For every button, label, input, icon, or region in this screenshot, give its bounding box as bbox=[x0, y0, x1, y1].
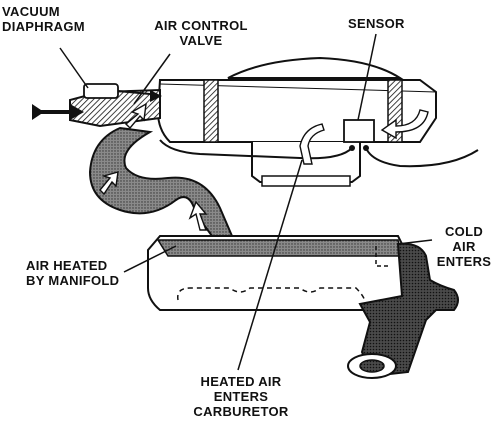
label-air-heated-by-manifold: AIR HEATED BY MANIFOLD bbox=[26, 258, 120, 288]
vacuum-hose-left bbox=[159, 139, 353, 160]
flow-arrow-riser-1 bbox=[124, 102, 147, 130]
leader-lines bbox=[59, 33, 433, 371]
label-sensor: SENSOR bbox=[348, 16, 405, 31]
exhaust-outlet bbox=[347, 242, 459, 379]
flow-arrow-riser-2 bbox=[99, 171, 119, 196]
flow-arrow-incoming bbox=[32, 104, 84, 120]
flow-arrow-cold-air bbox=[380, 109, 429, 140]
filter-element-left bbox=[203, 79, 219, 143]
exhaust-manifold bbox=[147, 235, 405, 311]
label-cold-air-enters: COLD AIR ENTERS bbox=[436, 224, 492, 269]
label-heated-air-enters-carburetor: HEATED AIR ENTERS CARBURETOR bbox=[193, 374, 289, 419]
label-vacuum-diaphragm: VACUUM DIAPHRAGM bbox=[2, 4, 85, 34]
flow-arrow-riser-3 bbox=[188, 200, 208, 231]
snorkel-intake bbox=[69, 83, 162, 128]
flow-arrow-cleaner bbox=[299, 123, 325, 165]
vacuum-hose-right bbox=[365, 147, 479, 168]
label-air-control-valve: AIR CONTROL VALVE bbox=[154, 18, 248, 48]
